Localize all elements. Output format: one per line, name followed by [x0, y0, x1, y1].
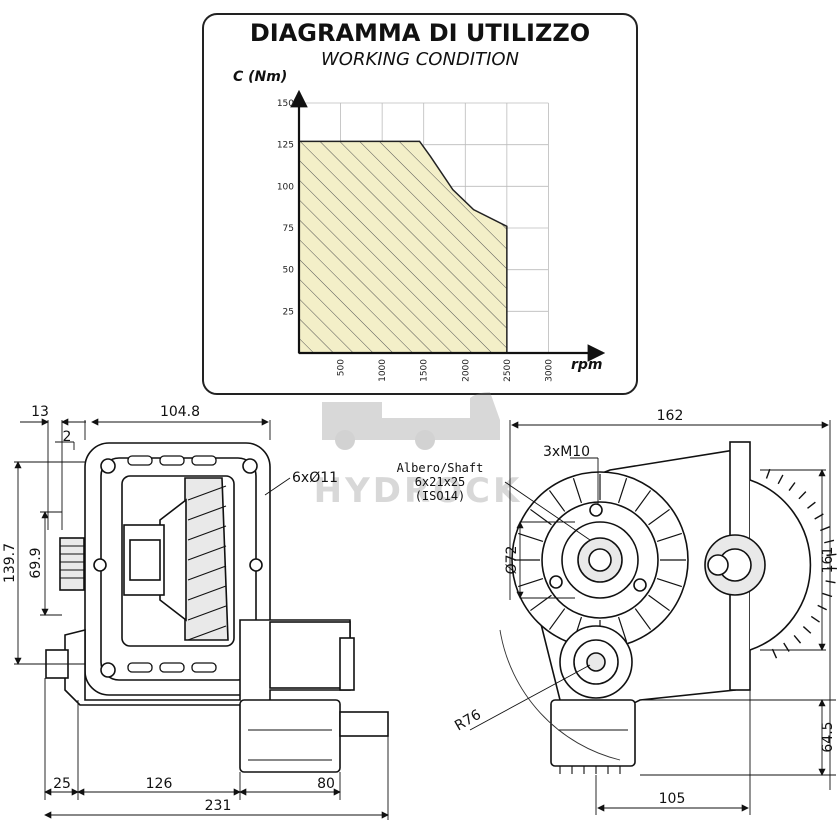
dim-2: 2: [63, 429, 72, 445]
dim-161: 161: [820, 547, 836, 574]
dim-d72: Ø72: [504, 546, 520, 575]
dim-bolts: 3xM10: [543, 444, 590, 460]
shaft-spec: 6x21x25: [415, 475, 466, 489]
y-tick-0: 25: [283, 307, 294, 317]
chart-subtitle: WORKING CONDITION: [321, 49, 519, 70]
y-tick-2: 75: [283, 224, 294, 234]
x-tick-0: 500: [337, 359, 347, 376]
usage-diagram: DIAGRAMMA DI UTILIZZO WORKING CONDITION …: [202, 13, 638, 395]
dim-r76: R76: [452, 707, 484, 735]
x-tick-4: 2500: [503, 359, 513, 382]
truck-logo: [322, 392, 500, 450]
dim-126: 126: [146, 776, 173, 792]
shaft-standard: (ISO14): [415, 489, 466, 503]
dim-104-8: 104.8: [160, 404, 200, 420]
front-view: 162 3xM10 Albero/Shaft 6x21x25 (ISO14) Ø…: [397, 408, 837, 815]
y-tick-5: 150: [277, 99, 294, 109]
x-tick-2: 1500: [420, 359, 430, 382]
dim-holes: 6xØ11: [292, 470, 338, 486]
dim-69-9: 69.9: [28, 547, 44, 578]
y-axis-label: C (Nm): [233, 69, 287, 85]
shaft-label: Albero/Shaft: [397, 461, 484, 475]
y-tick-labels: 25 50 75 100 125 150: [277, 99, 294, 317]
dim-13: 13: [31, 404, 49, 420]
dim-25: 25: [53, 776, 71, 792]
x-tick-labels: 500 1000 1500 2000 2500 3000: [337, 359, 555, 382]
working-area: [298, 140, 508, 354]
dim-105: 105: [659, 791, 686, 807]
chart-axes: [290, 89, 606, 362]
dim-139-7: 139.7: [2, 543, 18, 583]
x-axis-label: rpm: [571, 357, 603, 373]
y-tick-4: 125: [277, 141, 294, 151]
watermark-text: HYDROCK: [314, 471, 523, 511]
x-tick-1: 1000: [378, 359, 388, 382]
y-tick-3: 100: [277, 182, 294, 192]
chart-title: DIAGRAMMA DI UTILIZZO: [250, 19, 590, 47]
dim-162: 162: [657, 408, 684, 424]
dim-231: 231: [205, 798, 232, 814]
x-tick-3: 2000: [461, 359, 471, 382]
x-tick-5: 3000: [544, 359, 554, 382]
y-tick-1: 50: [283, 266, 295, 276]
watermark: HYDROCK: [314, 392, 523, 511]
left-side-view: 13 104.8 2 139.7 69.9 6xØ11 25 126 80 23…: [2, 404, 389, 820]
dim-64-5: 64.5: [820, 721, 836, 752]
dim-80: 80: [317, 776, 335, 792]
